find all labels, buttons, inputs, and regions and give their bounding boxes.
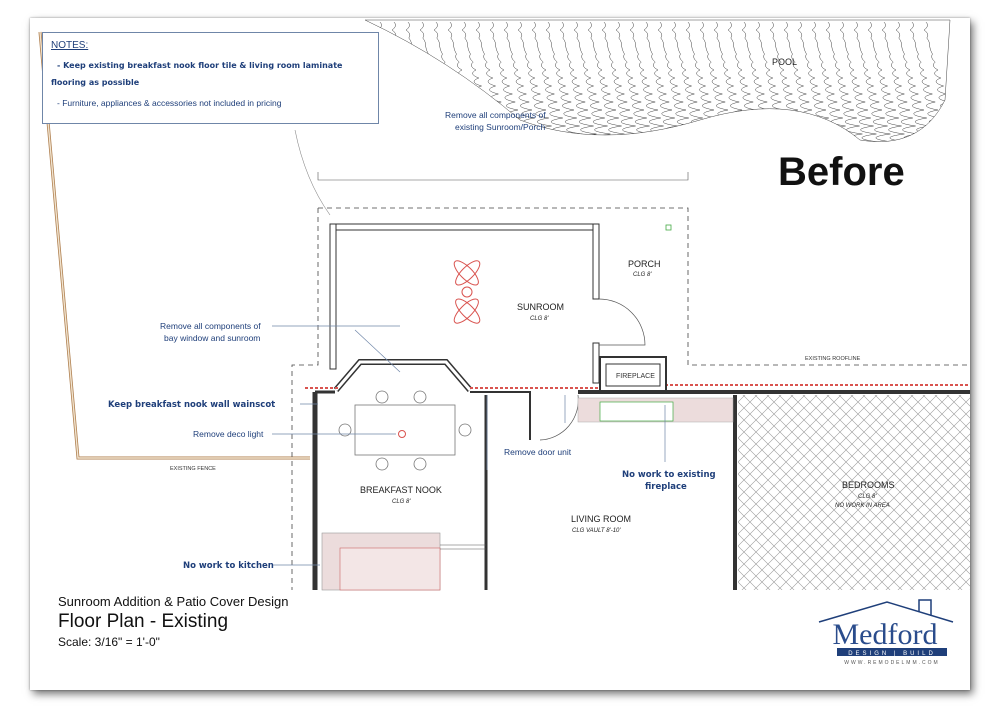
fireplace-label: FIREPLACE (616, 373, 655, 380)
pool-wave (895, 21, 936, 142)
bedrooms-note: NO WORK IN AREA (835, 503, 890, 509)
note-flooring: - Keep existing breakfast nook floor til… (57, 61, 343, 70)
note-furniture: - Furniture, appliances & accessories no… (57, 98, 282, 108)
pool-label: POOL (772, 57, 797, 67)
project-title: Sunroom Addition & Patio Cover Design (58, 594, 289, 609)
pool-wave (671, 21, 712, 142)
pool-wave (881, 21, 922, 142)
porch-door-swing (598, 298, 646, 346)
sheet-title: Floor Plan - Existing (58, 611, 229, 632)
title-block: Sunroom Addition & Patio Cover Design Fl… (58, 594, 289, 649)
callout-remove-bay: Remove all components of (160, 321, 261, 331)
svg-text:WWW.REMODELMM.COM: WWW.REMODELMM.COM (844, 660, 939, 666)
nook-ceiling: CLG 8' (392, 499, 411, 505)
pool-wave (573, 21, 614, 142)
pool-wave (601, 21, 642, 142)
deco-light-icon (398, 430, 406, 438)
house-roof-icon: Medford DESIGN | BUILD WWW.REMODELMM.COM (818, 599, 954, 666)
pool-wave (559, 21, 600, 142)
porch-ceiling: CLG 8' (633, 272, 652, 278)
scale-label: Scale: 3/16" = 1'-0" (58, 635, 160, 649)
svg-text:DESIGN | BUILD: DESIGN | BUILD (848, 651, 936, 657)
callout-remove-sunroom: Remove all components of (445, 110, 546, 120)
living-room-label: LIVING ROOM (571, 514, 631, 524)
pool-wave (643, 21, 684, 142)
bedrooms-area (738, 395, 970, 590)
notes-heading: NOTES: (51, 40, 89, 51)
callout-deco-light: Remove deco light (193, 429, 264, 439)
pool-wave (839, 21, 880, 142)
pool-wave (615, 21, 656, 142)
bedrooms-ceiling: CLG 8' (858, 494, 877, 500)
pool-wave (853, 21, 894, 142)
sunroom-ceiling: CLG 8' (530, 316, 549, 322)
pool-wave (909, 21, 950, 142)
before-stamp: Before (778, 150, 905, 194)
pool-wave (867, 21, 908, 142)
sunroom-label: SUNROOM (517, 302, 564, 312)
existing-roofline (318, 207, 970, 366)
sunroom-walls (329, 223, 600, 384)
medford-logo: Medford DESIGN | BUILD WWW.REMODELMM.COM (815, 598, 955, 668)
callout-remove-bay-2: bay window and sunroom (164, 333, 260, 343)
porch-label: PORCH (628, 259, 661, 269)
pool-wave (825, 21, 866, 142)
note-flooring-2: flooring as possible (51, 78, 140, 87)
roofline-label: EXISTING ROOFLINE (805, 356, 861, 362)
notes-box: NOTES: - Keep existing breakfast nook fl… (42, 32, 379, 124)
callout-fireplace: No work to existing (622, 470, 716, 480)
pool-wave (657, 21, 698, 142)
dining-table (338, 390, 472, 471)
callout-wainscot: Keep breakfast nook wall wainscot (108, 400, 275, 410)
bedrooms-label: BEDROOMS (842, 480, 895, 490)
pool-wave (629, 21, 670, 142)
svg-text:Medford: Medford (833, 618, 938, 651)
callout-kitchen: No work to kitchen (183, 561, 274, 571)
nook-label: BREAKFAST NOOK (360, 485, 442, 495)
callout-door-unit: Remove door unit (504, 447, 572, 457)
door-unit-swing (539, 394, 579, 441)
pool-wave (545, 21, 586, 142)
pool-wave (587, 21, 628, 142)
pool-wave (531, 21, 572, 142)
ceiling-fan-icon (453, 260, 481, 324)
living-ceiling: CLG VAULT 8'-10' (572, 528, 621, 534)
callout-remove-sunroom-2: existing Sunroom/Porch (455, 122, 546, 132)
callout-fireplace-2: fireplace (645, 482, 687, 492)
fence-label: EXISTING FENCE (170, 466, 216, 472)
pool-wave (517, 21, 558, 142)
